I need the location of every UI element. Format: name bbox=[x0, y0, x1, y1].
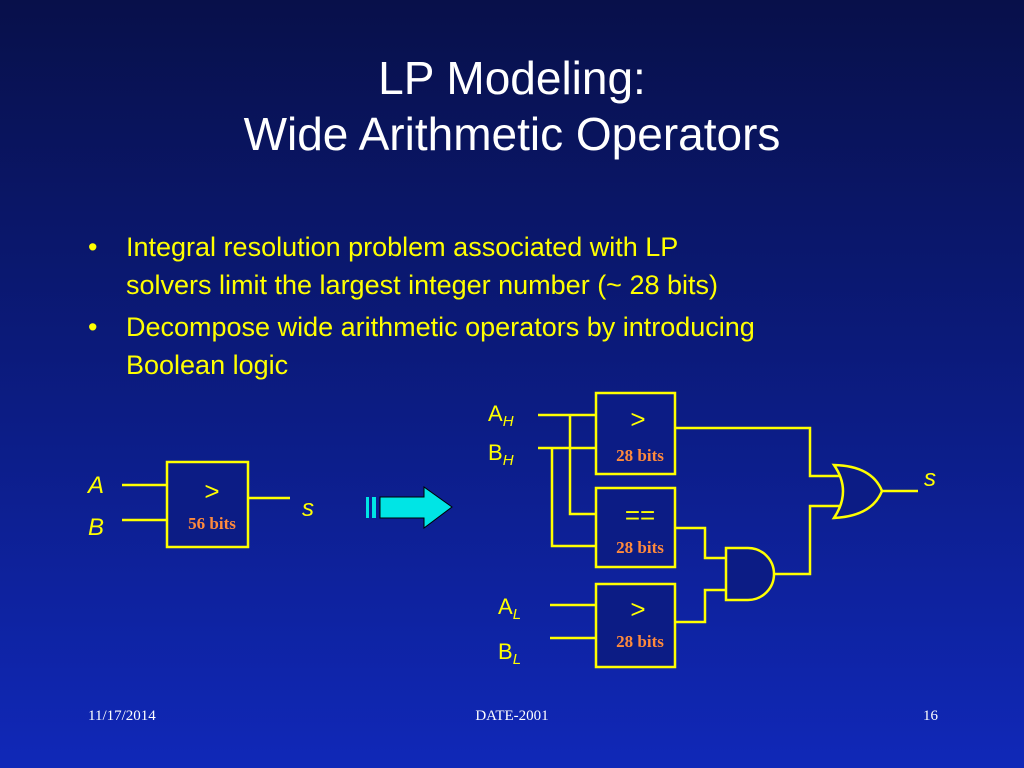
wire-and-to-or bbox=[770, 504, 842, 576]
comparator-low-op: > bbox=[630, 594, 645, 624]
bullet-item: • Decompose wide arithmetic operators by… bbox=[88, 308, 988, 384]
bullet-icon: • bbox=[88, 312, 98, 342]
footer-date: 11/17/2014 bbox=[88, 708, 156, 724]
title-line-1: LP Modeling: bbox=[378, 52, 646, 104]
bullet-item: • Integral resolution problem associated… bbox=[88, 228, 988, 304]
label-b-low: BL bbox=[498, 639, 521, 668]
label-b: B bbox=[88, 514, 104, 541]
comparator-low-box bbox=[594, 582, 677, 669]
comparator-56bit-width: 56 bits bbox=[188, 514, 236, 533]
comparator-equal-width: 28 bits bbox=[616, 538, 664, 557]
wire-high-to-or bbox=[675, 426, 842, 478]
label-s-left: s bbox=[302, 495, 314, 522]
transform-arrow bbox=[366, 486, 453, 529]
comparator-high-width: 28 bits bbox=[616, 446, 664, 465]
and-gate bbox=[724, 546, 776, 602]
label-a: A bbox=[86, 472, 104, 499]
footer-page-number: 16 bbox=[923, 708, 938, 724]
comparator-equal-op: == bbox=[625, 500, 655, 530]
footer-conference: DATE-2001 bbox=[475, 708, 549, 724]
label-a-high: AH bbox=[488, 401, 514, 430]
comparator-high-box bbox=[594, 391, 677, 476]
or-gate bbox=[831, 463, 884, 520]
comparator-56bit-box bbox=[165, 460, 250, 549]
bullet-text-line: Integral resolution problem associated w… bbox=[126, 232, 679, 262]
comparator-equal-box bbox=[594, 486, 677, 569]
comparator-low-width: 28 bits bbox=[616, 632, 664, 651]
wire-equal-to-and bbox=[675, 526, 726, 560]
title-line-2: Wide Arithmetic Operators bbox=[243, 108, 781, 160]
bullet-icon: • bbox=[88, 232, 98, 262]
bullet-list: • Integral resolution problem associated… bbox=[88, 228, 988, 388]
slide-title: LP Modeling: Wide Arithmetic Operators bbox=[0, 50, 1024, 162]
label-a-low: AL bbox=[498, 594, 521, 623]
arrow-stripe bbox=[366, 497, 369, 518]
bullet-text-line: solvers limit the largest integer number… bbox=[126, 270, 718, 300]
wire-ah-to-equal bbox=[568, 415, 596, 516]
label-b-high: BH bbox=[488, 440, 514, 469]
bullet-text-line: Decompose wide arithmetic operators by i… bbox=[126, 312, 755, 342]
wire-bh-to-equal bbox=[550, 448, 596, 548]
comparator-high-op: > bbox=[630, 404, 645, 434]
arrow-icon bbox=[379, 486, 453, 529]
comparator-56bit-op: > bbox=[204, 476, 219, 506]
arrow-stripe bbox=[372, 497, 376, 518]
bullet-text-line: Boolean logic bbox=[126, 350, 289, 380]
label-s-right: s bbox=[924, 465, 936, 492]
wire-low-to-and bbox=[675, 588, 726, 624]
